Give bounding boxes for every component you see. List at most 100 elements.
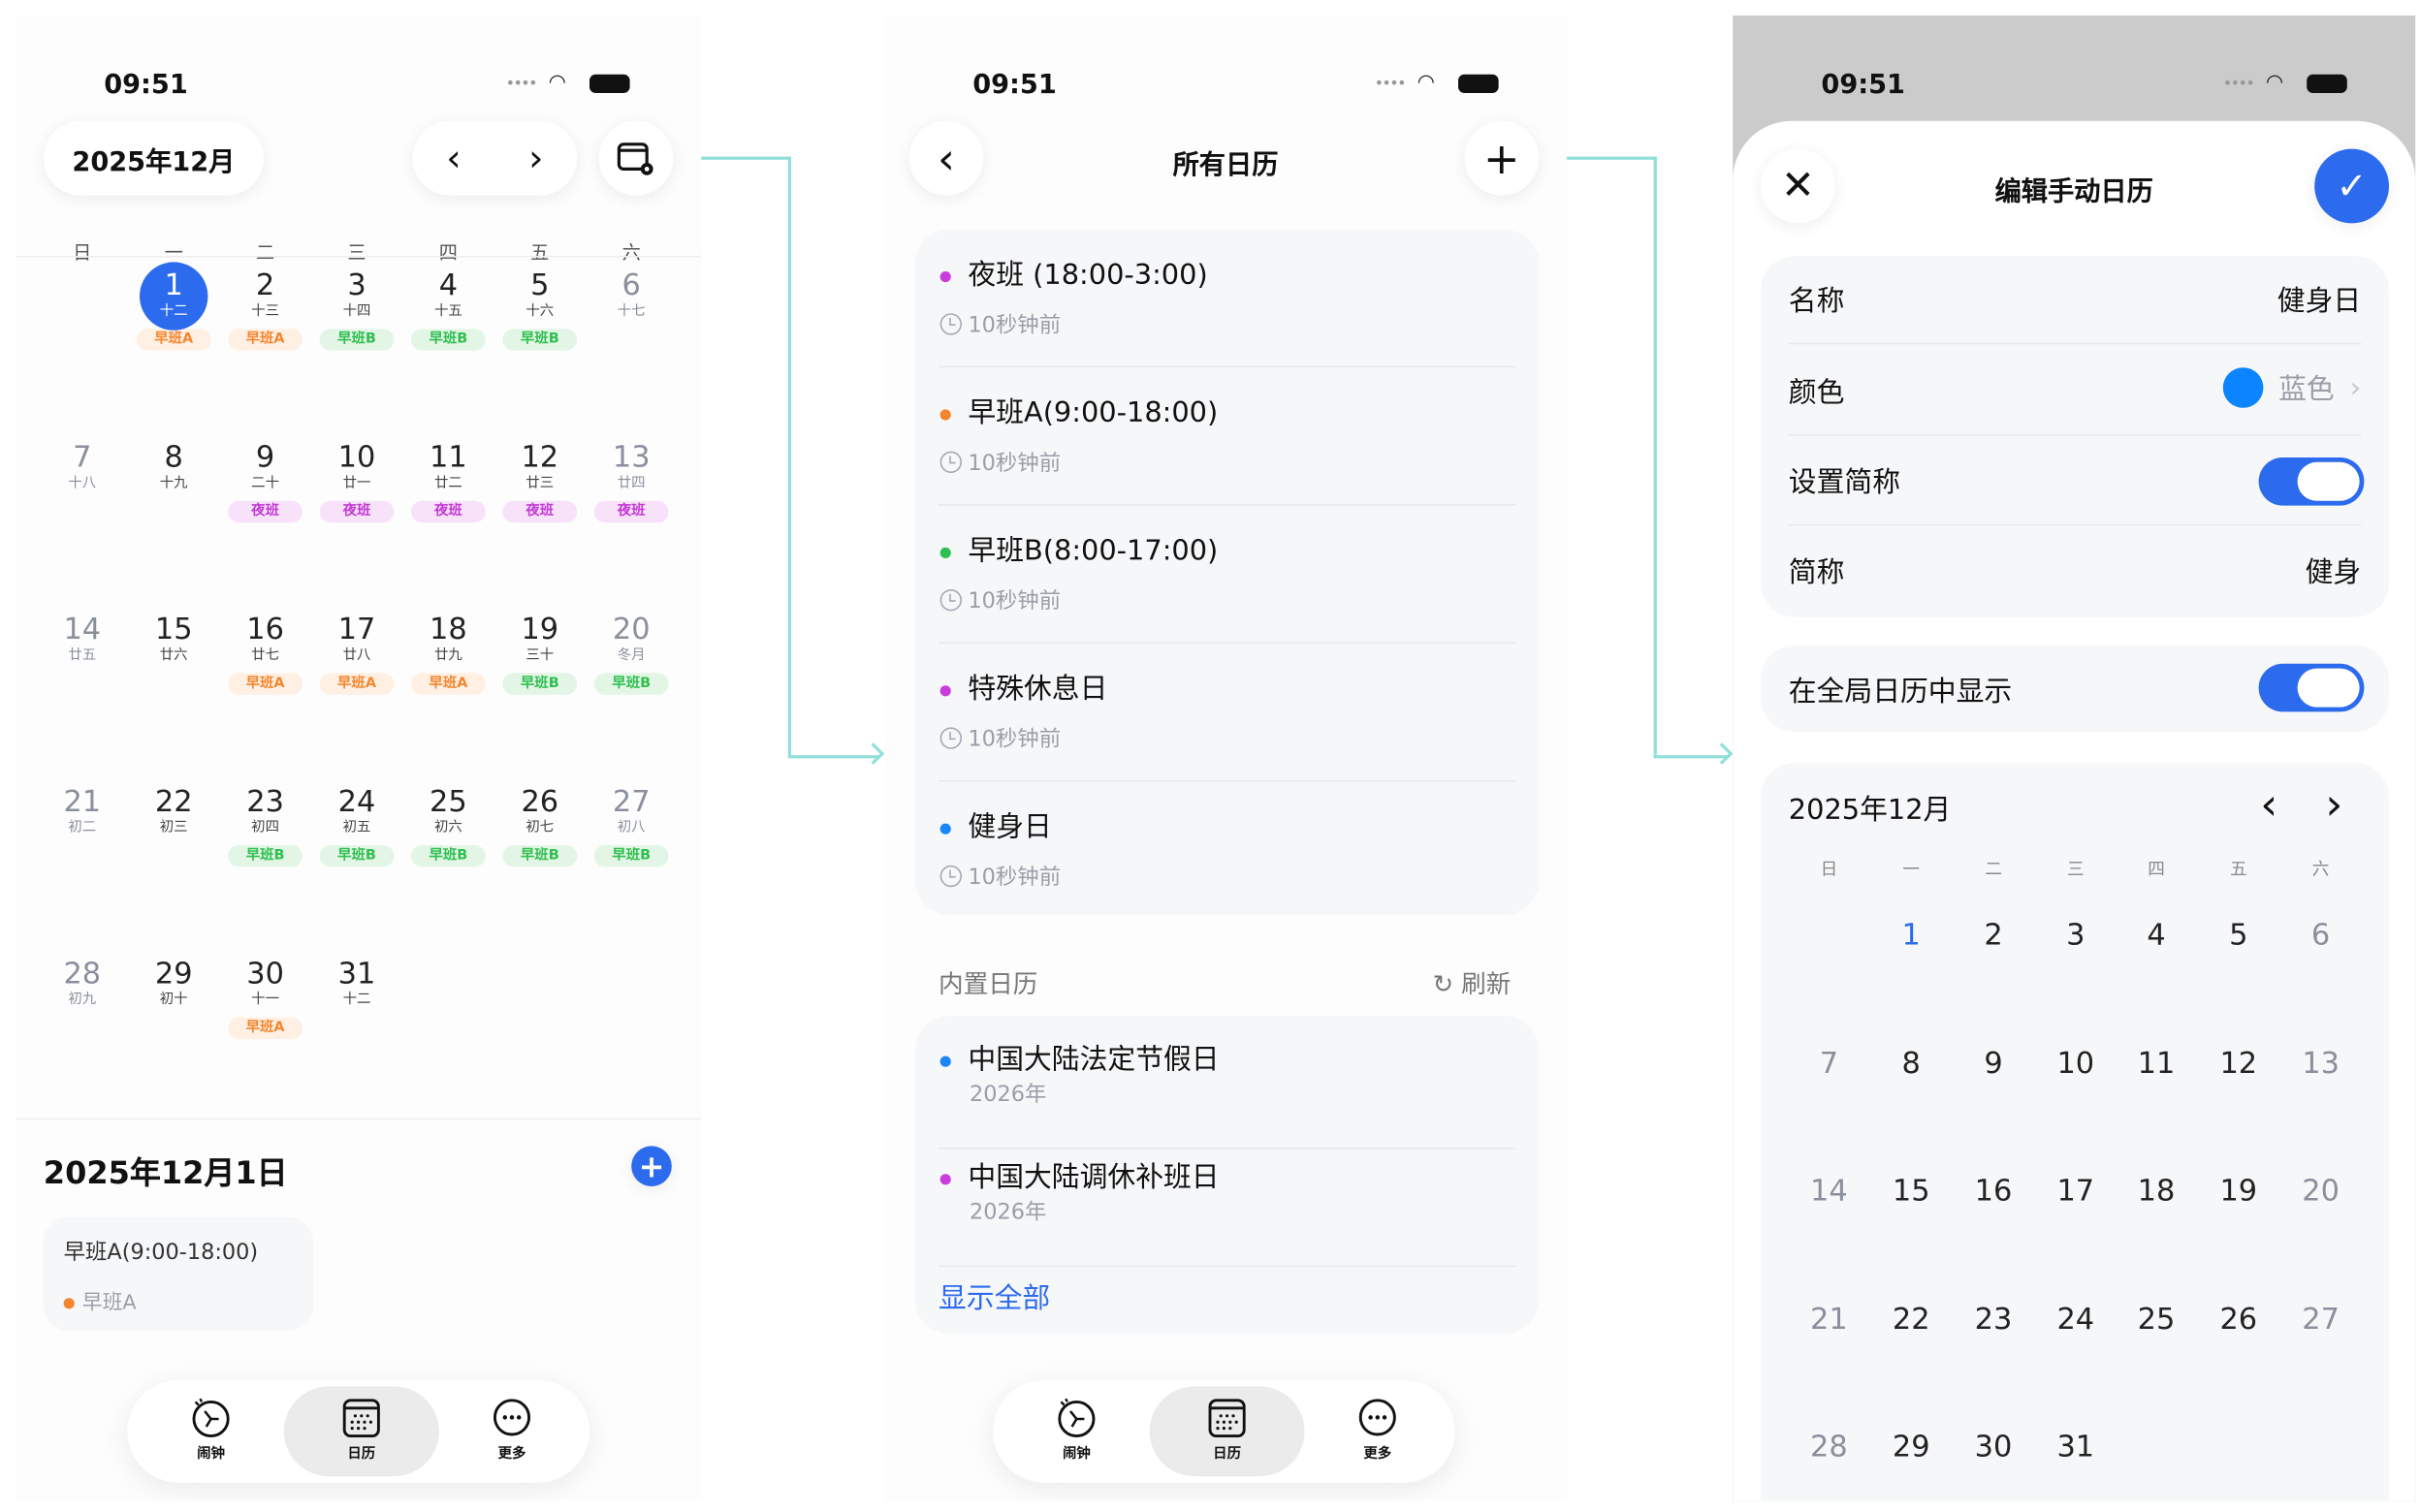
mini-day-cell[interactable]: 5 xyxy=(2229,918,2248,953)
mini-day-cell[interactable]: 2 xyxy=(1984,918,2003,953)
mini-day-cell[interactable]: 25 xyxy=(2137,1302,2176,1337)
close-button[interactable]: ✕ xyxy=(1761,148,1835,224)
mini-day-cell[interactable]: 19 xyxy=(2219,1174,2258,1209)
mini-day-cell[interactable]: 8 xyxy=(1901,1046,1921,1081)
next-month-button[interactable]: › xyxy=(528,136,544,180)
weekday-header: 四 xyxy=(438,241,458,264)
calendar-list-item[interactable]: 夜班 (18:00-3:00)10秒钟前 xyxy=(915,230,1539,368)
add-calendar-button[interactable]: + xyxy=(1464,120,1540,196)
confirm-button[interactable]: ✓ xyxy=(2314,148,2389,224)
tab-calendar[interactable]: 日历 xyxy=(1149,1386,1305,1477)
mini-day-cell[interactable]: 15 xyxy=(1892,1174,1930,1209)
mini-day-cell[interactable]: 23 xyxy=(1974,1302,2013,1337)
mini-day-cell[interactable]: 13 xyxy=(2302,1046,2340,1081)
mini-day-cell[interactable]: 1 xyxy=(1901,918,1921,953)
day-number: 21 xyxy=(63,784,102,819)
month-selector[interactable]: 2025年12月 xyxy=(43,120,264,196)
add-event-button[interactable]: + xyxy=(631,1146,672,1186)
abbr-toggle[interactable] xyxy=(2258,457,2365,506)
calendar-name: 早班A(9:00-18:00) xyxy=(939,391,1218,431)
mini-day-cell[interactable]: 21 xyxy=(1810,1302,1848,1337)
event-card[interactable]: 早班A(9:00-18:00) 早班A xyxy=(43,1217,314,1331)
name-field[interactable]: 健身日 xyxy=(2277,285,2362,318)
event-calendar: 早班A xyxy=(81,1291,137,1315)
calendar-updated: 10秒钟前 xyxy=(939,308,1061,339)
mini-day-cell[interactable]: 16 xyxy=(1974,1174,2013,1209)
mini-day-cell[interactable]: 29 xyxy=(1892,1430,1930,1465)
mini-day-cell[interactable]: 22 xyxy=(1892,1302,1930,1337)
mini-day-cell[interactable]: 30 xyxy=(1974,1430,2013,1465)
tab-alarm[interactable]: 闹钟 xyxy=(134,1386,289,1476)
calendar-list-item[interactable]: 早班B(8:00-17:00)10秒钟前 xyxy=(915,506,1539,644)
global-display-toggle[interactable] xyxy=(2258,663,2365,712)
calendar-list-item[interactable]: 早班A(9:00-18:00)10秒钟前 xyxy=(915,367,1539,506)
tab-more[interactable]: 更多 xyxy=(434,1386,589,1476)
mini-day-cell[interactable]: 24 xyxy=(2056,1302,2095,1337)
mini-day-cell[interactable]: 31 xyxy=(2056,1430,2095,1465)
refresh-button[interactable]: ↻ 刷新 xyxy=(1433,963,1512,1000)
mini-day-cell[interactable]: 20 xyxy=(2302,1174,2340,1209)
mini-day-cell[interactable]: 14 xyxy=(1810,1174,1848,1209)
mini-day-cell[interactable]: 18 xyxy=(2137,1174,2176,1209)
mini-day-cell[interactable]: 11 xyxy=(2137,1046,2176,1081)
color-picker-row[interactable]: 蓝色 › xyxy=(2222,367,2361,408)
back-button[interactable]: ‹ xyxy=(908,120,984,196)
mini-day-cell[interactable]: 17 xyxy=(2056,1174,2095,1209)
mini-day-cell[interactable]: 26 xyxy=(2219,1302,2258,1337)
calendar-settings-button[interactable] xyxy=(598,120,674,196)
prev-month-button[interactable]: ‹ xyxy=(446,136,462,180)
mini-day-cell[interactable]: 10 xyxy=(2056,1046,2095,1081)
mini-day-cell[interactable]: 3 xyxy=(2066,918,2086,953)
mini-day-cell[interactable]: 6 xyxy=(2310,918,2331,953)
mini-day-cell[interactable]: 12 xyxy=(2219,1046,2258,1081)
next-month-button[interactable]: › xyxy=(2325,778,2343,830)
tab-calendar[interactable]: 日历 xyxy=(283,1386,439,1477)
mini-day-cell[interactable]: 7 xyxy=(1819,1046,1839,1081)
mini-day-cell[interactable]: 27 xyxy=(2302,1302,2340,1337)
mini-day-cell[interactable]: 4 xyxy=(2147,918,2166,953)
abbr-field[interactable]: 健身 xyxy=(2305,556,2362,589)
tab-alarm[interactable]: 闹钟 xyxy=(999,1386,1154,1476)
mini-day-cell[interactable]: 28 xyxy=(1810,1430,1848,1465)
tab-more[interactable]: 更多 xyxy=(1300,1386,1455,1476)
show-all-link[interactable]: 显示全部 xyxy=(939,1282,1051,1315)
prev-month-button[interactable]: ‹ xyxy=(2260,778,2278,830)
mini-day-cell[interactable]: 9 xyxy=(1984,1046,2003,1081)
